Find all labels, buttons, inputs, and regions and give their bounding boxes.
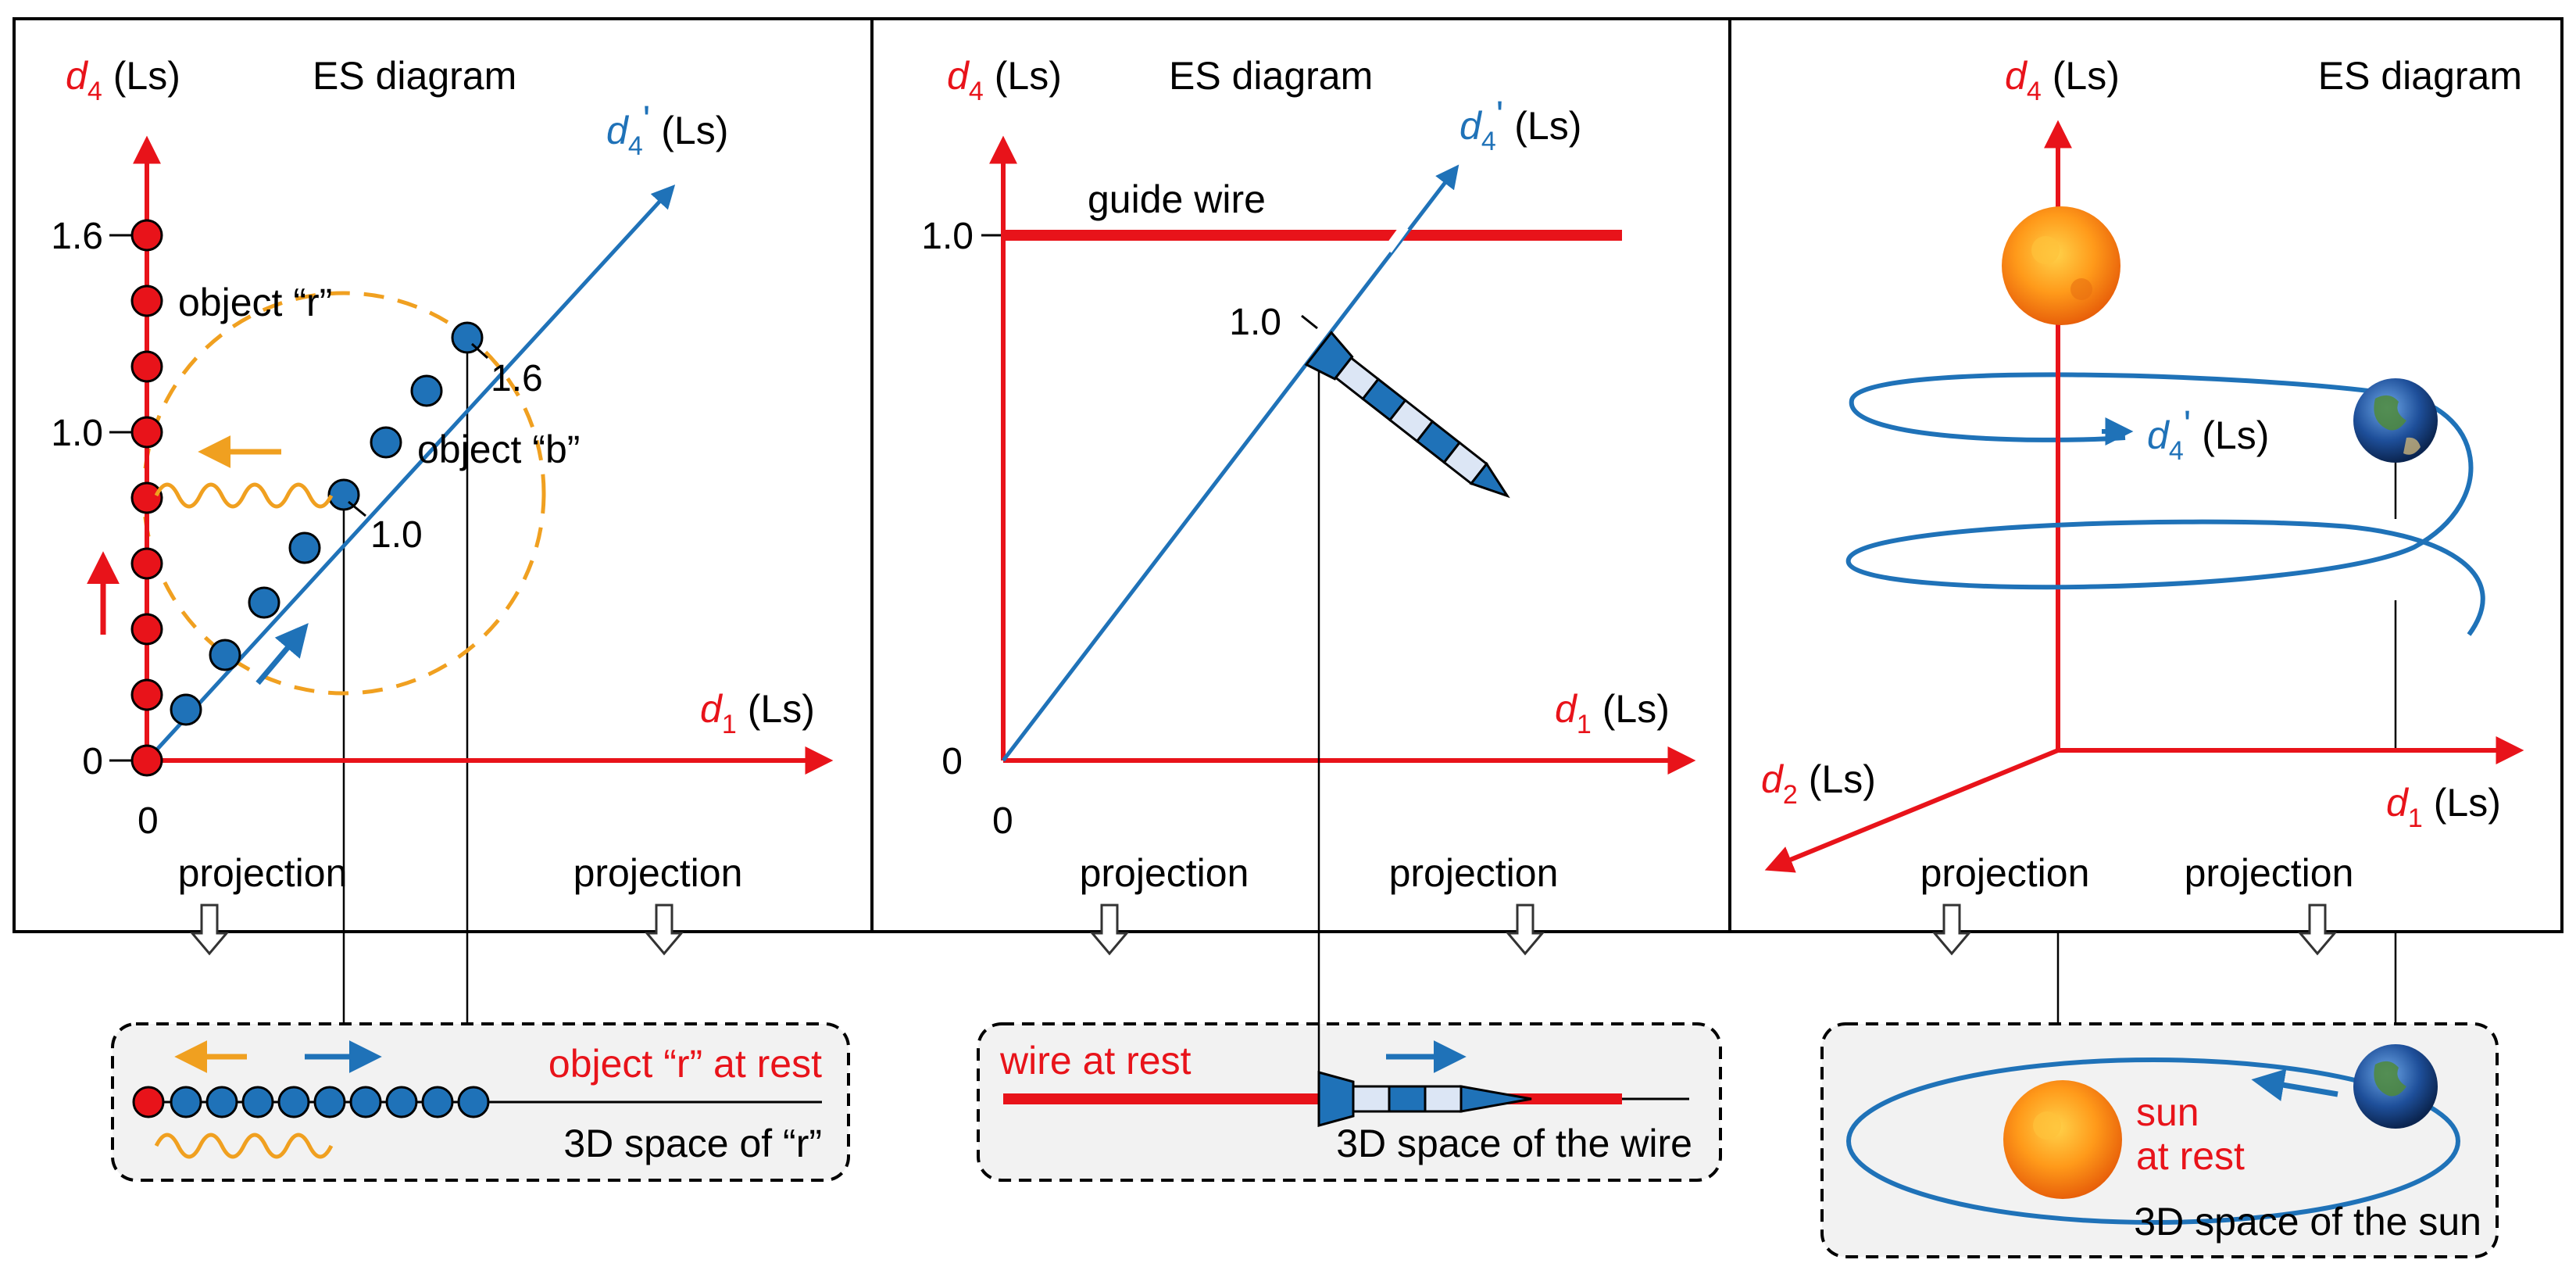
wave-icon — [154, 1133, 334, 1159]
projection-arrow-icon — [645, 904, 683, 955]
box-sun-space-label: 3D space of the sun — [2134, 1200, 2481, 1244]
projection-label-right: projection — [1389, 851, 1559, 895]
object-r-label: object “r” — [178, 281, 332, 324]
box-wire-space-label: 3D space of the wire — [1336, 1122, 1692, 1165]
sun-icon — [2003, 1080, 2122, 1199]
box-wire-rest-label: wire at rest — [999, 1039, 1192, 1083]
d4-prime-axis-label: d4'(Ls) — [606, 98, 728, 161]
panel-2: ES diagram d4(Ls) d4'(Ls) 1.0 0 guide wi… — [921, 54, 1722, 1182]
d4-prime-axis — [145, 184, 676, 762]
projection-label-left: projection — [1920, 851, 2090, 895]
d4-prime-axis — [1002, 164, 1459, 762]
es-title: ES diagram — [313, 54, 516, 98]
object-b-label: object “b” — [417, 428, 580, 471]
rocket-icon — [1304, 331, 1510, 499]
projection-arrow-icon — [1933, 904, 1970, 955]
projection-label-left: projection — [1080, 851, 1249, 895]
earth-icon — [2353, 378, 2438, 463]
earth-icon — [2353, 1044, 2438, 1129]
d1-axis-label: d1(Ls) — [700, 687, 815, 739]
d2-axis — [1764, 748, 2060, 873]
projection-label-right: projection — [2185, 851, 2354, 895]
box-sun-label-line1: sun — [2136, 1090, 2199, 1134]
d2-axis-label: d2(Ls) — [1761, 757, 1876, 810]
sun-icon — [2002, 206, 2120, 325]
projection-arrow-icon — [1091, 904, 1128, 955]
b-label-1-6: 1.6 — [491, 358, 543, 399]
tick-1-0: 1.0 — [51, 413, 103, 454]
box-r-space-label: 3D space of “r” — [563, 1122, 822, 1165]
box-r-rest-label: object “r” at rest — [548, 1042, 822, 1086]
rocket-label: 1.0 — [1229, 302, 1281, 343]
d1-axis-label: d1(Ls) — [2386, 781, 2501, 833]
tick-0: 0 — [941, 741, 963, 782]
space-box-r-dots — [132, 1086, 490, 1118]
box-sun-label-line2: at rest — [2136, 1134, 2245, 1178]
d4-axis-label: d4(Ls) — [947, 54, 1062, 106]
d1-axis-label: d1(Ls) — [1555, 687, 1670, 739]
panel-frames — [13, 17, 2563, 933]
earth-worldline-back — [1849, 372, 2393, 442]
tick-1-0: 1.0 — [921, 216, 974, 257]
projection-arrow-icon — [1506, 904, 1544, 955]
panel-3: ES diagram d4(Ls) d4'(Ls) — [1761, 54, 2524, 1258]
earth-worldline-front — [1845, 392, 2485, 636]
tick-0: 0 — [82, 741, 103, 782]
es-title: ES diagram — [2318, 54, 2522, 98]
tick-x-0: 0 — [138, 800, 159, 842]
b-motion-arrow — [255, 623, 309, 685]
es-title: ES diagram — [1169, 54, 1373, 98]
wave-icon — [154, 482, 334, 509]
projection-arrow-icon — [2299, 904, 2336, 955]
rocket-icon — [1317, 1071, 1532, 1127]
panel-1: ES diagram d4(Ls) d4'(Ls) 1.6 1.0 0 d1(L… — [51, 54, 850, 1182]
d4-prime-axis-label: d4'(Ls) — [1459, 93, 1581, 156]
projection-label-left: projection — [178, 851, 348, 895]
tick-1-6: 1.6 — [51, 216, 103, 257]
b-label-1-0: 1.0 — [370, 514, 423, 556]
guide-wire-label: guide wire — [1088, 177, 1266, 221]
space-box-sun — [1820, 1022, 2499, 1258]
d4-axis-label: d4(Ls) — [2005, 54, 2120, 106]
projection-arrow-icon — [191, 904, 228, 955]
earth-orbit — [1846, 1057, 2460, 1225]
object-b-dots — [170, 321, 484, 726]
d4-axis-label: d4(Ls) — [66, 54, 180, 106]
tick-x-0: 0 — [992, 800, 1013, 842]
projection-label-right: projection — [573, 851, 743, 895]
object-r-dots — [130, 219, 163, 777]
d4-prime-axis-label: d4'(Ls) — [2147, 403, 2269, 466]
